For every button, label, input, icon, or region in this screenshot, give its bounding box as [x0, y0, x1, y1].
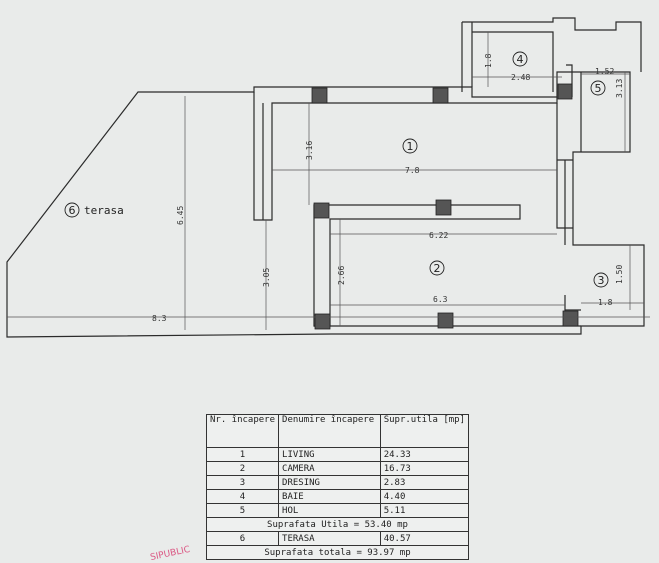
- living-left-wall: [253, 92, 558, 221]
- room-3-circle: [593, 272, 609, 288]
- table-row: 4 BAIE 4.40: [205, 489, 470, 504]
- row-name: LIVING: [278, 447, 381, 462]
- dim-bath-width: 2.48: [511, 73, 530, 82]
- table-row: 1 LIVING 24.33: [205, 447, 470, 462]
- row-nr: 1: [205, 447, 280, 462]
- column: [437, 312, 454, 329]
- row-area: 5.11: [379, 503, 470, 518]
- header-area: Supr.utila [mp]: [379, 414, 470, 448]
- column: [432, 87, 449, 104]
- dim-dressing-height: 1.50: [615, 265, 624, 284]
- partition-wall: [313, 204, 521, 327]
- room-4-number: 4: [517, 53, 524, 66]
- room-2-number: 2: [434, 262, 441, 275]
- row-name: DRESING: [278, 475, 381, 490]
- row-name: CAMERA: [278, 461, 381, 476]
- room-3-number: 3: [598, 274, 605, 287]
- dim-overall-width: 8.3: [152, 314, 167, 323]
- grand-total: Suprafata totala = 93.97 mp: [206, 545, 469, 560]
- column: [311, 87, 328, 104]
- row-nr: 2: [205, 461, 280, 476]
- floor-plan: 8.3 6.45 7.8 3.16 3.05 6.22 6.3 2.66 2.4…: [6, 17, 650, 338]
- dim-dressing-width: 1.8: [598, 298, 613, 307]
- header-name: Denumire încapere: [278, 414, 381, 448]
- table-row: 6 TERASA 40.57: [205, 531, 470, 546]
- column: [313, 202, 330, 219]
- table-header-row: Nr. încapere Denumire încapere Supr.util…: [205, 414, 470, 448]
- room-4-circle: [512, 51, 528, 67]
- dim-room2-inner-width: 6.3: [433, 295, 448, 304]
- row-area: 24.33: [379, 447, 470, 462]
- dim-terrace-height: 6.45: [176, 206, 185, 225]
- column: [435, 199, 452, 216]
- bath-block-wall: [461, 17, 642, 92]
- hall-inner-wall: [566, 64, 582, 152]
- room-1-circle: [402, 138, 418, 154]
- table-row: 3 DRESING 2.83: [205, 475, 470, 490]
- dim-bath-height: 1.8: [484, 53, 493, 68]
- useful-total-row: Suprafata Utila = 53.40 mp: [206, 517, 469, 532]
- column: [562, 310, 579, 327]
- row-nr: 3: [205, 475, 280, 490]
- row-name: TERASA: [278, 531, 381, 546]
- table-row: 5 HOL 5.11: [205, 503, 470, 518]
- area-table: Nr. încapere Denumire încapere Supr.util…: [205, 414, 470, 560]
- row-area: 4.40: [379, 489, 470, 504]
- row-nr: 6: [205, 531, 280, 546]
- room-6-label: terasa: [84, 204, 124, 217]
- dim-room2-width: 6.22: [429, 231, 448, 240]
- row-nr: 5: [205, 503, 280, 518]
- dim-hall-height: 3.13: [615, 79, 624, 98]
- table-row: 2 CAMERA 16.73: [205, 461, 470, 476]
- room-5-circle: [590, 80, 606, 96]
- room-1-number: 1: [407, 140, 414, 153]
- stamp-text: SIPUBLIC: [149, 544, 192, 563]
- column: [314, 313, 331, 330]
- header-nr: Nr. încapere: [205, 414, 280, 448]
- room-2-circle: [429, 260, 445, 276]
- dim-living-height: 3.16: [305, 141, 314, 160]
- row-area: 16.73: [379, 461, 470, 476]
- row-name: BAIE: [278, 489, 381, 504]
- dim-room2-height: 2.66: [337, 266, 346, 285]
- dim-hall-width: 1.52: [595, 67, 614, 76]
- column: [557, 83, 573, 100]
- dim-living-width: 7.8: [405, 166, 420, 175]
- row-nr: 4: [205, 489, 280, 504]
- room-6-circle: [64, 202, 80, 218]
- grand-total-row: Suprafata totala = 93.97 mp: [206, 545, 469, 560]
- useful-total: Suprafata Utila = 53.40 mp: [206, 517, 469, 532]
- row-name: HOL: [278, 503, 381, 518]
- right-wall: [556, 103, 581, 326]
- row-area: 2.83: [379, 475, 470, 490]
- dim-lower-height: 3.05: [262, 268, 271, 287]
- room-5-number: 5: [595, 82, 602, 95]
- row-area: 40.57: [379, 531, 470, 546]
- room-6-number: 6: [69, 204, 76, 217]
